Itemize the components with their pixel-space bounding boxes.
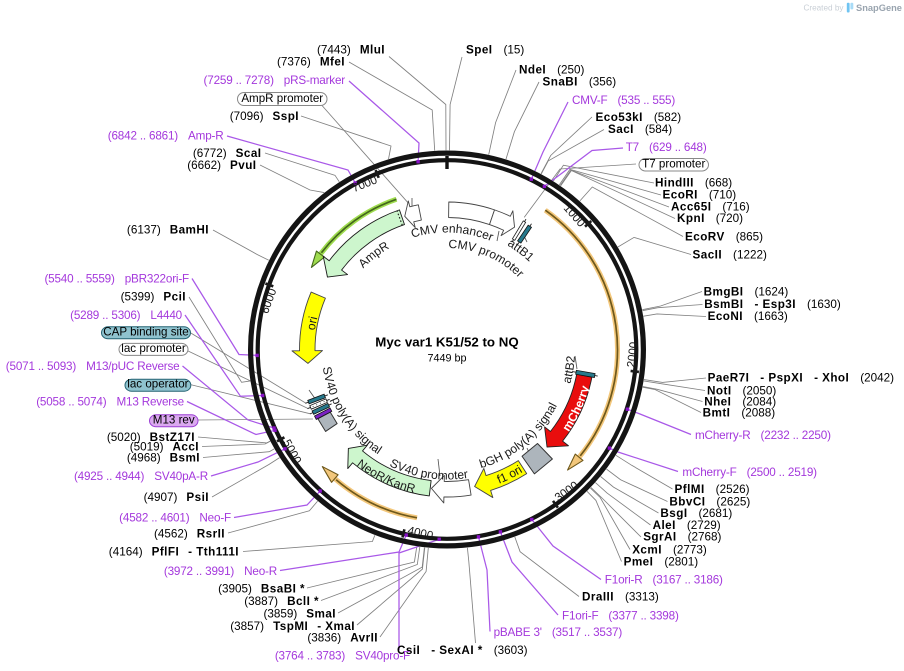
svg-text:4000: 4000 [406,524,434,543]
svg-text:(7443)MluI: (7443)MluI [317,44,385,57]
svg-text:PflMI(2526): PflMI(2526) [675,483,750,496]
svg-text:KpnI(720): KpnI(720) [677,212,743,225]
svg-text:(3972 .. 3991)Neo-R: (3972 .. 3991)Neo-R [164,565,277,578]
svg-text:(3836)AvrII: (3836)AvrII [307,632,378,645]
svg-text:PaeR7I- PspXI- XhoI(2042): PaeR7I- PspXI- XhoI(2042) [708,372,895,385]
svg-text:(4925 .. 4944)SV40pA-R: (4925 .. 4944)SV40pA-R [74,470,208,483]
svg-text:Myc var1 K51/52 to NQ: Myc var1 K51/52 to NQ [375,335,518,350]
svg-text:XcmI(2773): XcmI(2773) [632,544,707,557]
svg-text:(3905)BsaBI *: (3905)BsaBI * [218,583,305,596]
svg-text:T7(629 .. 648): T7(629 .. 648) [626,141,707,154]
svg-text:BmgBI(1624): BmgBI(1624) [704,286,789,299]
svg-text:SpeI(15): SpeI(15) [466,44,524,57]
svg-text:(4907)PsiI: (4907)PsiI [144,491,209,504]
svg-text:ori: ori [304,315,320,331]
svg-text:SnapGene: SnapGene [856,3,902,13]
svg-text:BsgI(2681): BsgI(2681) [660,507,732,520]
svg-text:(3859)SmaI: (3859)SmaI [263,608,336,621]
svg-text:F1ori-R(3167 .. 3186): F1ori-R(3167 .. 3186) [605,574,723,587]
svg-text:HindIII(668): HindIII(668) [655,177,732,190]
svg-text:SacI(584): SacI(584) [608,123,672,136]
svg-text:(6137)BamHI: (6137)BamHI [127,224,209,237]
svg-text:(5399)PciI: (5399)PciI [121,291,186,304]
svg-text:mCherry-R(2232 .. 2250): mCherry-R(2232 .. 2250) [695,429,831,442]
svg-text:(5540 .. 5559)pBR322ori-F: (5540 .. 5559)pBR322ori-F [44,273,189,286]
svg-text:T7 promoter: T7 promoter [642,158,705,171]
svg-text:M13 rev: M13 rev [153,413,195,426]
svg-text:attB2: attB2 [560,355,578,385]
svg-text:Created by: Created by [803,4,844,13]
svg-text:(5019)AccI: (5019)AccI [130,441,199,454]
svg-text:Eco53kI(582): Eco53kI(582) [596,111,682,124]
svg-text:2000: 2000 [625,341,641,368]
svg-text:SgrAI(2768): SgrAI(2768) [643,531,721,544]
svg-text:mCherry-F(2500 .. 2519): mCherry-F(2500 .. 2519) [682,466,817,479]
svg-text:CAP binding site: CAP binding site [103,325,189,338]
svg-text:NotI(2050): NotI(2050) [707,385,776,398]
svg-text:(4164)PflFI- Tth111I: (4164)PflFI- Tth111I [109,546,239,559]
svg-text:(6662)PvuI: (6662)PvuI [187,159,256,172]
svg-text:SnaBI(356): SnaBI(356) [543,76,617,89]
svg-text:lac promoter: lac promoter [121,342,186,355]
svg-text:7449 bp: 7449 bp [427,353,466,365]
svg-text:(5071 .. 5093)M13/pUC Reverse: (5071 .. 5093)M13/pUC Reverse [6,360,180,373]
svg-text:BmtI(2088): BmtI(2088) [703,406,776,419]
svg-text:(5020)BstZ17I: (5020)BstZ17I [107,431,195,444]
svg-text:SacII(1222): SacII(1222) [693,249,767,262]
svg-text:(7259 .. 7278)pRS-marker: (7259 .. 7278)pRS-marker [204,74,346,87]
svg-text:Acc65I(716): Acc65I(716) [671,201,750,214]
svg-text:DraIII(3313): DraIII(3313) [582,591,659,604]
svg-text:AleI(2729): AleI(2729) [653,519,721,532]
svg-text:CsiI- SexAI *(3603): CsiI- SexAI *(3603) [397,644,528,657]
svg-text:(5289 .. 5306)L4440: (5289 .. 5306)L4440 [70,309,183,322]
svg-text:PmeI(2801): PmeI(2801) [624,555,699,568]
svg-text:(6842 .. 6861)Amp-R: (6842 .. 6861)Amp-R [108,130,224,143]
svg-text:pBABE 3'(3517 .. 3537): pBABE 3'(3517 .. 3537) [494,626,623,639]
svg-text:(5058 .. 5074)M13 Reverse: (5058 .. 5074)M13 Reverse [36,396,184,409]
svg-text:(3857)TspMI- XmaI: (3857)TspMI- XmaI [230,620,355,633]
svg-text:(4582 .. 4601)Neo-F: (4582 .. 4601)Neo-F [119,512,231,525]
svg-text:lac operator: lac operator [127,378,188,391]
svg-text:(6772)ScaI: (6772)ScaI [193,147,262,160]
svg-text:EcoNI(1663): EcoNI(1663) [708,310,788,323]
svg-text:(7376)MfeI: (7376)MfeI [277,56,345,69]
svg-text:(3887)BclI *: (3887)BclI * [244,595,319,608]
svg-text:NheI(2084): NheI(2084) [704,395,776,408]
svg-text:EcoRV(865): EcoRV(865) [685,230,763,243]
svg-text:F1ori-F(3377 .. 3398): F1ori-F(3377 .. 3398) [562,610,679,623]
svg-text:EcoRI(710): EcoRI(710) [663,189,737,202]
svg-text:AmpR promoter: AmpR promoter [241,92,323,105]
svg-text:(4968)BsmI: (4968)BsmI [127,452,200,465]
svg-text:(4562)RsrII: (4562)RsrII [154,528,225,541]
svg-text:NdeI(250): NdeI(250) [519,64,585,77]
svg-text:BsmBI- Esp3I(1630): BsmBI- Esp3I(1630) [704,298,841,311]
svg-text:CMV-F(535 .. 555): CMV-F(535 .. 555) [572,94,675,107]
svg-text:(7096)SspI: (7096)SspI [230,110,299,123]
svg-text:(3764 .. 3783)SV40pro-F: (3764 .. 3783)SV40pro-F [275,650,410,663]
svg-text:BbvCI(2625): BbvCI(2625) [669,495,750,508]
